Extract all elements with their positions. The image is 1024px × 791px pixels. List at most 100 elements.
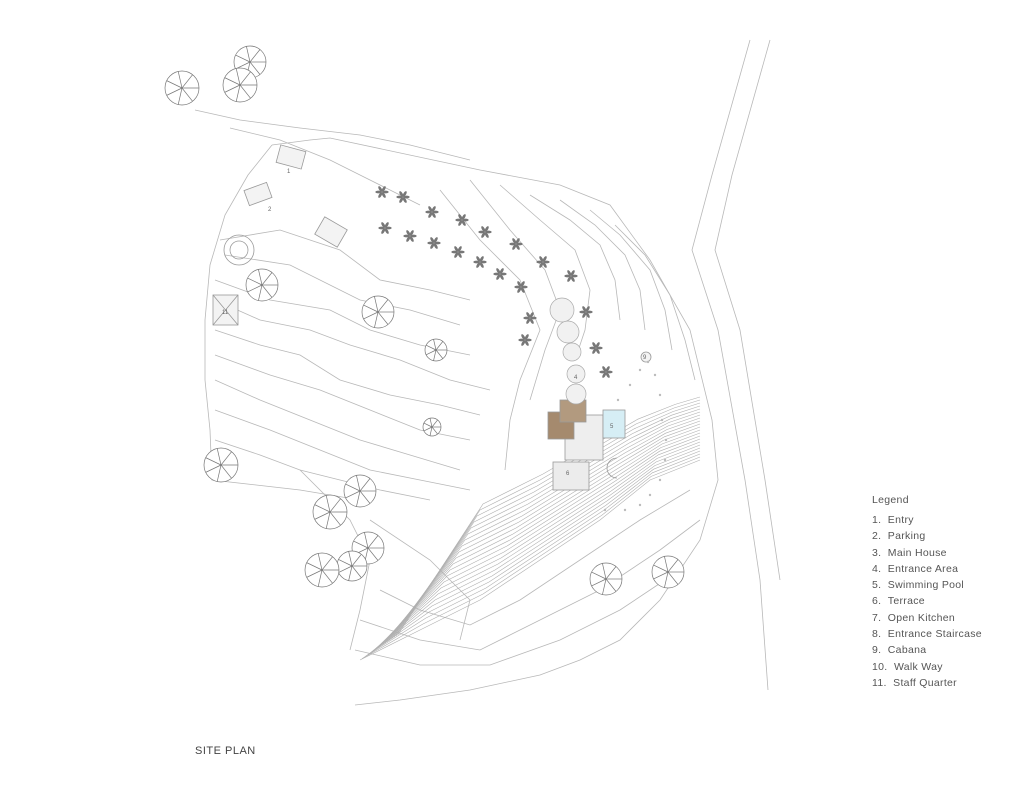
legend-item: 1. Entry [872,512,982,528]
label-staff-quarter: 11 [222,310,229,316]
tree-icon [336,550,368,582]
legend-item: 4. Entrance Area [872,561,982,577]
site-boundary [204,144,361,501]
palm-tree-icon [579,306,593,318]
tree-icon [343,474,377,508]
palm-tree-icon [403,230,417,242]
tree-group [164,45,685,596]
contour-line [381,423,701,646]
palm-tree-icon [564,270,578,282]
tree-icon [651,555,685,589]
palm-tree-icon [473,256,487,268]
contour-line [367,447,701,656]
legend-item-label: Swimming Pool [887,579,965,592]
palm-tree-icon [514,281,528,293]
contour-line [361,456,701,660]
walkway-semicircle [606,457,618,479]
dense-contour-lines [359,396,701,661]
road-edge-line [714,39,781,581]
palm-tree-icon [509,238,523,250]
walkway-path [603,360,668,512]
legend-item-number: 6. [872,595,888,608]
contour-line [379,426,701,647]
walkway-dot [658,393,662,397]
tree-icon [222,67,258,103]
entry-road [194,109,471,161]
walkway-dot [664,438,668,442]
walkway-dot [628,383,632,387]
legend-item: 5. Swimming Pool [872,577,982,593]
palm-tree-icon [396,191,410,203]
parking-shelter [243,181,273,207]
palm-tree-icon [427,237,441,249]
legend-title: Legend [872,494,909,506]
tree-icon [424,338,448,362]
stepping-pad [565,383,587,405]
contour-line [365,450,701,657]
swimming-pool [602,409,626,439]
legend-item-number: 1. [872,514,888,526]
entry-road [229,127,421,206]
label-pool: 5 [610,424,614,430]
legend-item-label: Entrance Area [887,562,959,575]
contour-line [374,435,701,651]
legend-item-number: 2. [872,530,888,543]
legend-item-label: Parking [887,530,926,543]
contour-line [370,441,701,654]
legend-item-number: 9. [872,644,888,657]
tree-icon [312,494,348,530]
palm-tree-icon [478,226,492,238]
label-entry: 1 [287,169,291,175]
walkway-dot [658,478,662,482]
parking-shelter [314,216,348,248]
walkway-dot [660,418,664,422]
legend-item: 11. Staff Quarter [872,675,982,691]
walkway-dot [663,458,667,462]
legend-item: 10. Walk Way [872,659,982,675]
contour-line [392,405,701,639]
palm-tree-icon [518,334,532,346]
contour-line [384,417,701,644]
palm-tree-icon [589,342,603,354]
label-entrance-area: 4 [574,375,578,381]
palm-tree-icon [425,206,439,218]
legend-item-label: Entry [887,514,914,526]
tree-icon [304,552,340,588]
contour-line [372,438,701,652]
tree-icon [203,447,239,483]
legend-item: 6. Terrace [872,593,982,609]
legend-item-number: 7. [872,611,888,624]
entry-gate [275,144,307,170]
legend-item-number: 11. [872,676,894,689]
legend-item-number: 10. [872,660,894,673]
legend-item-label: Entrance Staircase [887,628,982,641]
legend-item-label: Open Kitchen [887,611,956,624]
site-boundary [271,137,719,706]
tree-icon [245,268,279,302]
legend-item-label: Walk Way [893,660,943,673]
walkway-dot [638,368,642,372]
legend-item-label: Staff Quarter [893,676,957,689]
legend-item-number: 5. [872,579,888,592]
legend-item-label: Main House [887,546,947,559]
legend-item: 8. Entrance Staircase [872,626,982,642]
walkway-dot [648,493,652,497]
legend-item-label: Terrace [887,595,925,608]
legend-item-number: 4. [872,562,888,575]
tree-icon [164,70,200,106]
legend-item-label: Cabana [887,644,927,657]
contour-line [377,429,701,649]
legend-item-number: 8. [872,628,888,641]
palm-tree-icon [375,186,389,198]
walkway-dot [623,508,627,512]
walkway-dot [646,360,650,364]
cabana [640,351,652,363]
palm-tree-icon [536,256,550,268]
legend-item: 7. Open Kitchen [872,610,982,626]
stepping-pad [556,320,580,344]
contour-line [386,414,701,643]
walkway-dot [653,373,657,377]
stepping-pad [549,297,575,323]
